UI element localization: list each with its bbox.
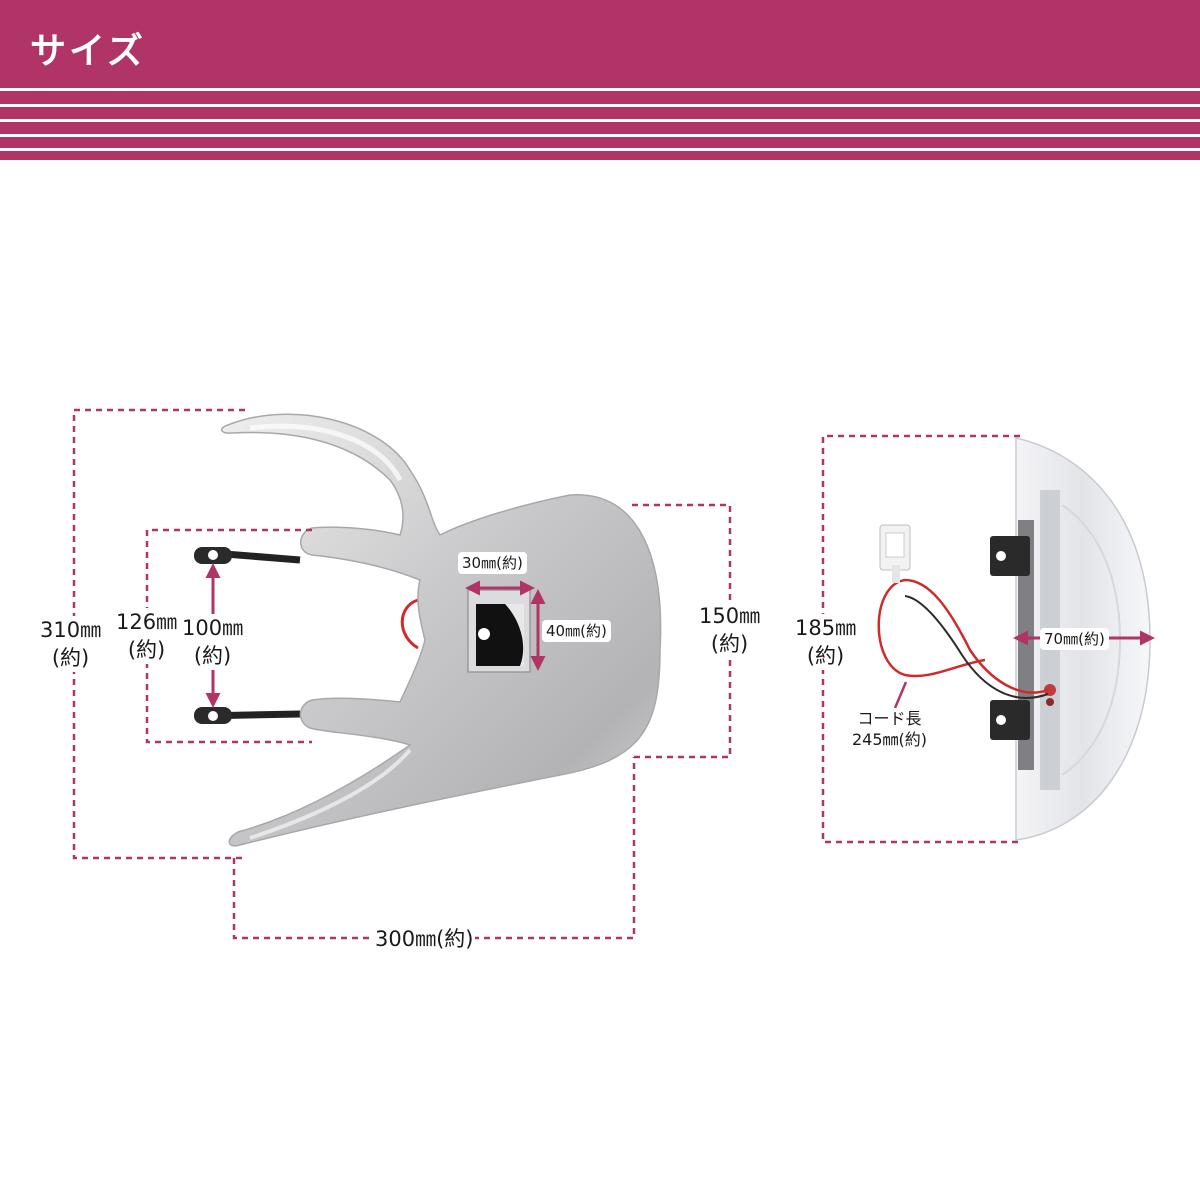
cord-icon <box>877 578 1049 694</box>
mounting-stay-bottom <box>194 707 301 724</box>
dim-label-window-40: 40㎜(約) <box>542 620 611 642</box>
header-stripe <box>0 88 1200 91</box>
dim-note: (約) <box>51 646 90 670</box>
dim-label-width-300: 300㎜(約) <box>373 925 476 953</box>
dim-value: 126㎜ <box>116 610 178 634</box>
dim-label-window-30: 30㎜(約) <box>458 552 527 574</box>
header-stripe <box>0 119 1200 122</box>
dim-note: (約) <box>127 638 166 662</box>
dim-label-height-310: 310㎜ (約) <box>38 616 104 672</box>
dim-value: 310㎜ <box>40 618 102 642</box>
main-part-image <box>194 413 662 847</box>
mounting-stay-top <box>194 547 301 564</box>
bracket-icon <box>990 536 1030 740</box>
dim-label-bracket-100: 100㎜ (約) <box>180 614 246 670</box>
dim-label-depth-150: 150㎜ (約) <box>697 602 763 658</box>
header-stripe <box>0 134 1200 137</box>
dim-note: (約) <box>806 644 845 668</box>
dim-value: 100㎜ <box>182 616 244 640</box>
cord-value: 245㎜(約) <box>852 730 928 749</box>
dim-label-lens-70: 70㎜(約) <box>1040 628 1109 650</box>
cord-label: コード長 <box>857 709 922 728</box>
dim-value: 150㎜ <box>699 604 761 628</box>
dim-label-side-185: 185㎜ (約) <box>793 614 859 670</box>
dim-label-bracket-126: 126㎜ (約) <box>114 608 180 664</box>
dim-value: 185㎜ <box>795 616 857 640</box>
cord-length-label: コード長 245㎜(約) <box>850 708 930 750</box>
carrier-body <box>220 413 662 847</box>
section-header: サイズ <box>0 0 1200 160</box>
header-stripe <box>0 148 1200 151</box>
header-stripe <box>0 104 1200 107</box>
dim-note: (約) <box>193 644 232 668</box>
connector-icon <box>879 524 911 583</box>
section-title: サイズ <box>30 31 146 72</box>
dim-note: (約) <box>710 632 749 656</box>
wire-icon <box>400 598 419 650</box>
